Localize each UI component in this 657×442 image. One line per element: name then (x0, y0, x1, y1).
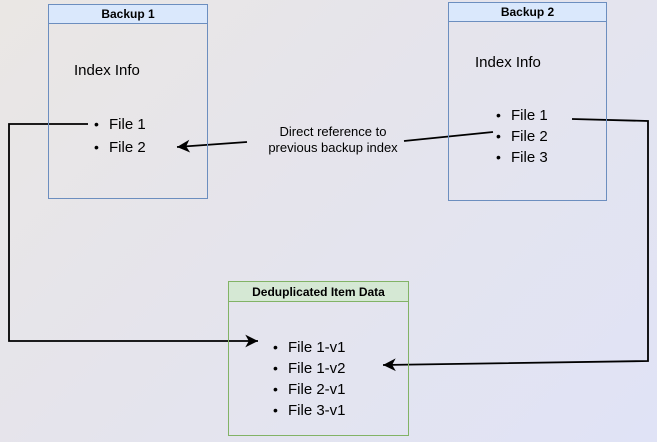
backup1-title: Backup 1 (49, 5, 207, 24)
list-item: File 1 (496, 105, 548, 126)
direct-reference-label: Direct reference to previous backup inde… (238, 124, 428, 156)
direct-reference-label-line1: Direct reference to (279, 124, 387, 139)
backup1-file-list: File 1 File 2 (94, 113, 146, 159)
backup2-box: Backup 2 (448, 2, 607, 201)
dedup-box: Deduplicated Item Data (228, 281, 409, 436)
backup2-file-list: File 1 File 2 File 3 (496, 105, 548, 168)
list-item: File 3 (496, 147, 548, 168)
backup1-box: Backup 1 (48, 4, 208, 199)
dedup-title: Deduplicated Item Data (229, 282, 408, 302)
list-item: File 2-v1 (273, 379, 346, 400)
list-item: File 1-v1 (273, 337, 346, 358)
backup1-subtitle: Index Info (74, 62, 140, 79)
list-item: File 1 (94, 113, 146, 136)
backup2-title: Backup 2 (449, 3, 606, 22)
direct-reference-label-line2: previous backup index (268, 140, 398, 155)
list-item: File 2 (496, 126, 548, 147)
list-item: File 1-v2 (273, 358, 346, 379)
list-item: File 3-v1 (273, 400, 346, 421)
list-item: File 2 (94, 136, 146, 159)
backup2-subtitle: Index Info (475, 54, 541, 71)
dedup-file-list: File 1-v1 File 1-v2 File 2-v1 File 3-v1 (273, 337, 346, 421)
